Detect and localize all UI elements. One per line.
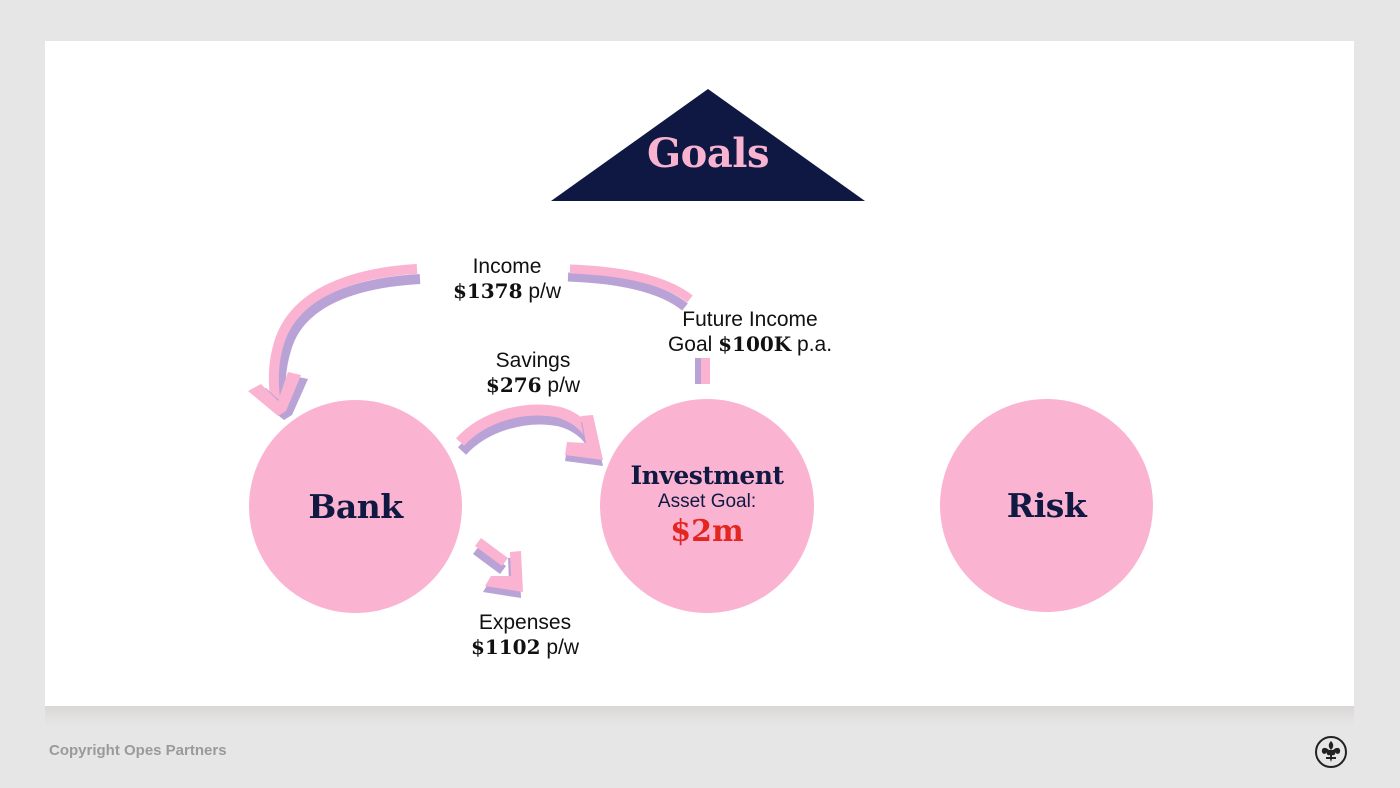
- card-shadow: [45, 706, 1354, 728]
- income-title: Income: [472, 255, 542, 278]
- expenses-amount: $1102: [470, 635, 541, 659]
- expenses-label: Expenses $1102 p/w: [445, 611, 605, 660]
- income-to-bank-arrow: [248, 264, 421, 420]
- future-income-goal-line: Goal $100K p.a.: [648, 332, 852, 357]
- expenses-title: Expenses: [478, 611, 572, 634]
- fleur-de-lis-icon: [1315, 736, 1347, 768]
- goals-triangle-shape: [551, 89, 865, 201]
- future-income-unit: p.a.: [791, 333, 833, 356]
- investment-node: Investment Asset Goal: $2m: [600, 399, 814, 613]
- income-to-future-arc: [567, 264, 710, 384]
- savings-arrow: [455, 404, 603, 466]
- slide-card: Income $1378 p/w Future Income Goal $100…: [45, 41, 1354, 706]
- savings-title: Savings: [495, 349, 571, 372]
- income-label: Income $1378 p/w: [423, 255, 591, 304]
- future-income-title: Future Income: [682, 308, 818, 331]
- investment-title: Investment: [630, 461, 784, 490]
- expenses-amount-line: $1102 p/w: [445, 635, 605, 660]
- investment-subtitle: Asset Goal:: [657, 491, 757, 512]
- savings-label: Savings $276 p/w: [453, 349, 613, 398]
- investment-goal-value: $2m: [670, 514, 744, 549]
- copyright-text: Copyright Opes Partners: [49, 742, 227, 759]
- savings-amount-line: $276 p/w: [453, 373, 613, 398]
- goals-title: Goals: [647, 130, 769, 177]
- income-unit: p/w: [522, 280, 562, 303]
- income-amount-line: $1378 p/w: [423, 279, 591, 304]
- expenses-arrow: [473, 537, 523, 598]
- flow-arrows: [248, 89, 865, 598]
- bank-node: Bank: [249, 400, 462, 613]
- expenses-unit: p/w: [540, 636, 580, 659]
- risk-title: Risk: [1006, 486, 1087, 525]
- savings-amount: $276: [485, 373, 542, 397]
- bank-title: Bank: [308, 487, 403, 526]
- income-amount: $1378: [452, 279, 523, 303]
- risk-node: Risk: [940, 399, 1153, 612]
- future-income-goal-prefix: Goal: [667, 333, 719, 356]
- future-income-amount: $100K: [718, 332, 792, 356]
- future-income-label: Future Income Goal $100K p.a.: [648, 308, 852, 357]
- savings-unit: p/w: [541, 374, 581, 397]
